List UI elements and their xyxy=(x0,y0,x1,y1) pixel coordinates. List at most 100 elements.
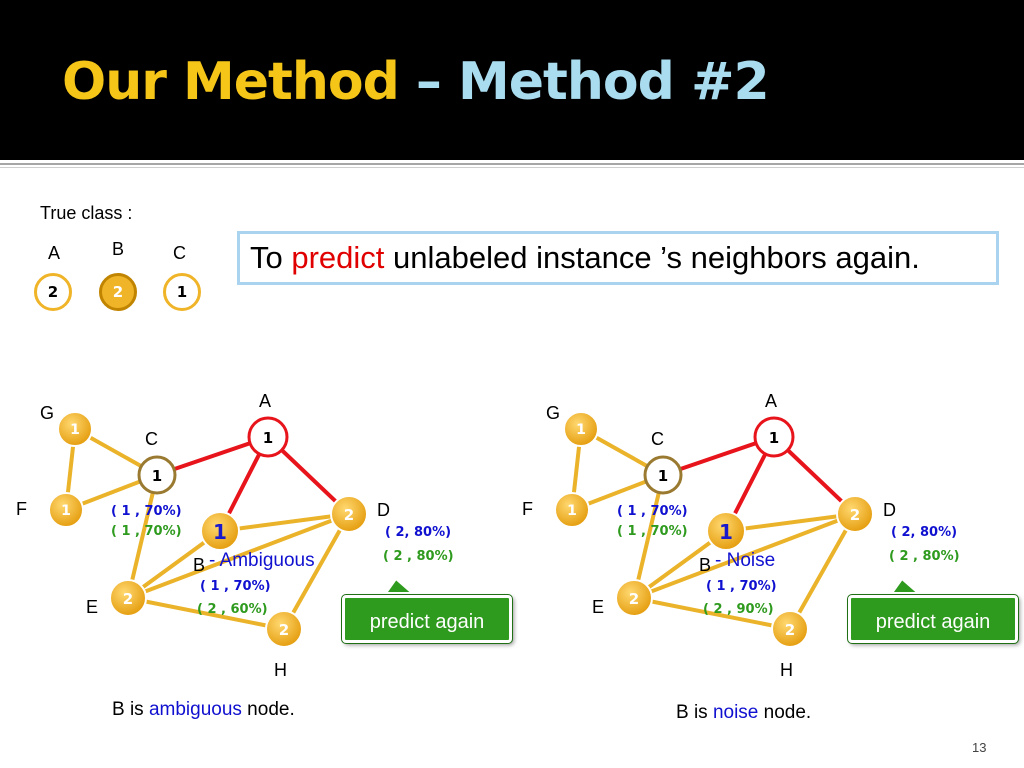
node-h: 2 xyxy=(265,610,303,648)
node-g: 1 xyxy=(563,411,599,447)
caption-left-highlight: ambiguous xyxy=(148,699,242,720)
node-f: 1 xyxy=(554,492,590,528)
node-d-label: D xyxy=(883,500,896,520)
annotation-d-line2: ( 2 , 80%) xyxy=(889,549,960,564)
annotation-c-line2: ( 1 , 70%) xyxy=(617,524,688,539)
node-c: 1 xyxy=(643,455,683,495)
node-d-value: 2 xyxy=(344,506,354,524)
node-b-value: 1 xyxy=(213,520,227,544)
caption-right-post: node. xyxy=(758,702,812,723)
legend-node-b: 2 xyxy=(99,273,137,311)
title-part-2: – Method #2 xyxy=(398,52,770,112)
edge-e-d xyxy=(632,512,857,600)
edge-e-h xyxy=(126,596,286,631)
annotation-c-line1: ( 1 , 70%) xyxy=(111,504,182,519)
node-a-label: A xyxy=(259,391,271,411)
annotation-b-line2: ( 2 , 60%) xyxy=(197,602,268,617)
legend-letter-a: A xyxy=(48,243,61,263)
edge-b-d xyxy=(218,512,351,533)
node-h: 2 xyxy=(771,610,809,648)
node-e: 2 xyxy=(615,579,653,617)
annotation-b-line1: ( 1 , 70%) xyxy=(706,579,777,594)
graph-diagram-noise: 1 1 1 1 1 2 2 2 G F xyxy=(522,391,960,680)
annotation-b-status: - Noise xyxy=(715,550,775,571)
node-c-value: 1 xyxy=(152,467,162,485)
node-g-label: G xyxy=(40,403,54,423)
annotation-b-line2: ( 2 , 90%) xyxy=(703,602,774,617)
edge-b-d xyxy=(724,512,857,533)
node-a-value: 1 xyxy=(769,429,779,447)
caption-right-pre: B is xyxy=(676,702,713,723)
callout-box: To predict unlabeled instance ’s neighbo… xyxy=(237,231,999,285)
edge-c-e xyxy=(126,473,159,600)
node-d-value: 2 xyxy=(850,506,860,524)
callout-text-post: unlabeled instance ’s neighbors again. xyxy=(384,240,920,275)
node-e-value: 2 xyxy=(629,590,639,608)
node-g: 1 xyxy=(57,411,93,447)
node-h-value: 2 xyxy=(785,621,795,639)
legend-node-a: 2 xyxy=(34,273,72,311)
node-c-label: C xyxy=(145,429,158,449)
node-e-label: E xyxy=(592,597,604,617)
annotation-c-line2: ( 1 , 70%) xyxy=(111,524,182,539)
legend-letter-c: C xyxy=(173,243,186,263)
predict-again-button-right[interactable]: predict again xyxy=(848,595,1018,643)
edge-e-d xyxy=(126,512,351,600)
node-f-label: F xyxy=(522,499,533,519)
page-number: 13 xyxy=(972,740,987,755)
node-h-label: H xyxy=(274,660,287,680)
annotation-d-line1: ( 2, 80%) xyxy=(891,525,957,540)
node-b: 1 xyxy=(200,511,240,551)
caption-left: B is ambiguous node. xyxy=(112,699,295,721)
true-class-label: True class : xyxy=(40,203,133,223)
node-a-label: A xyxy=(765,391,777,411)
node-c-value: 1 xyxy=(658,467,668,485)
annotation-d-line1: ( 2, 80%) xyxy=(385,525,451,540)
node-e: 2 xyxy=(109,579,147,617)
node-h-label: H xyxy=(780,660,793,680)
legend-letter-b: B xyxy=(112,239,125,259)
node-e-value: 2 xyxy=(123,590,133,608)
header-divider xyxy=(0,163,1024,165)
annotation-b-status: - Ambiguous xyxy=(209,550,315,571)
caption-right: B is noise node. xyxy=(676,702,811,724)
node-f-value: 1 xyxy=(61,503,71,519)
node-g-value: 1 xyxy=(70,422,80,438)
node-f-value: 1 xyxy=(567,503,577,519)
annotation-c-line1: ( 1 , 70%) xyxy=(617,504,688,519)
predict-again-button-left[interactable]: predict again xyxy=(342,595,512,643)
node-b-label: B xyxy=(699,555,711,575)
caption-left-pre: B is xyxy=(112,699,149,720)
annotation-b-line1: ( 1 , 70%) xyxy=(200,579,271,594)
node-d-label: D xyxy=(377,500,390,520)
node-g-label: G xyxy=(546,403,560,423)
legend-node-c: 1 xyxy=(163,273,201,311)
node-c: 1 xyxy=(137,455,177,495)
edge-d-h xyxy=(282,512,351,631)
node-g-value: 1 xyxy=(576,422,586,438)
annotation-d-line2: ( 2 , 80%) xyxy=(383,549,454,564)
node-f-label: F xyxy=(16,499,27,519)
node-f: 1 xyxy=(48,492,84,528)
title-bar: Our Method – Method #2 xyxy=(0,0,1024,160)
node-b-value: 1 xyxy=(719,520,733,544)
slide-title: Our Method – Method #2 xyxy=(62,52,770,112)
edge-e-h xyxy=(632,596,792,631)
caption-left-post: node. xyxy=(241,699,295,720)
header-divider-thin xyxy=(0,167,1024,168)
node-h-value: 2 xyxy=(279,621,289,639)
node-e-label: E xyxy=(86,597,98,617)
node-b-label: B xyxy=(193,555,205,575)
edge-d-h xyxy=(788,512,857,631)
node-b: 1 xyxy=(706,511,746,551)
callout-text-pre: To xyxy=(250,240,292,275)
graph-diagram-ambiguous: 1 1 1 1 1 2 2 2 G F xyxy=(16,391,454,680)
node-a: 1 xyxy=(247,416,289,458)
edge-c-e xyxy=(632,473,665,600)
button-pointer xyxy=(384,577,415,594)
node-c-label: C xyxy=(651,429,664,449)
node-a-value: 1 xyxy=(263,429,273,447)
node-d: 2 xyxy=(330,495,368,533)
node-a: 1 xyxy=(753,416,795,458)
caption-right-highlight: noise xyxy=(712,702,759,723)
